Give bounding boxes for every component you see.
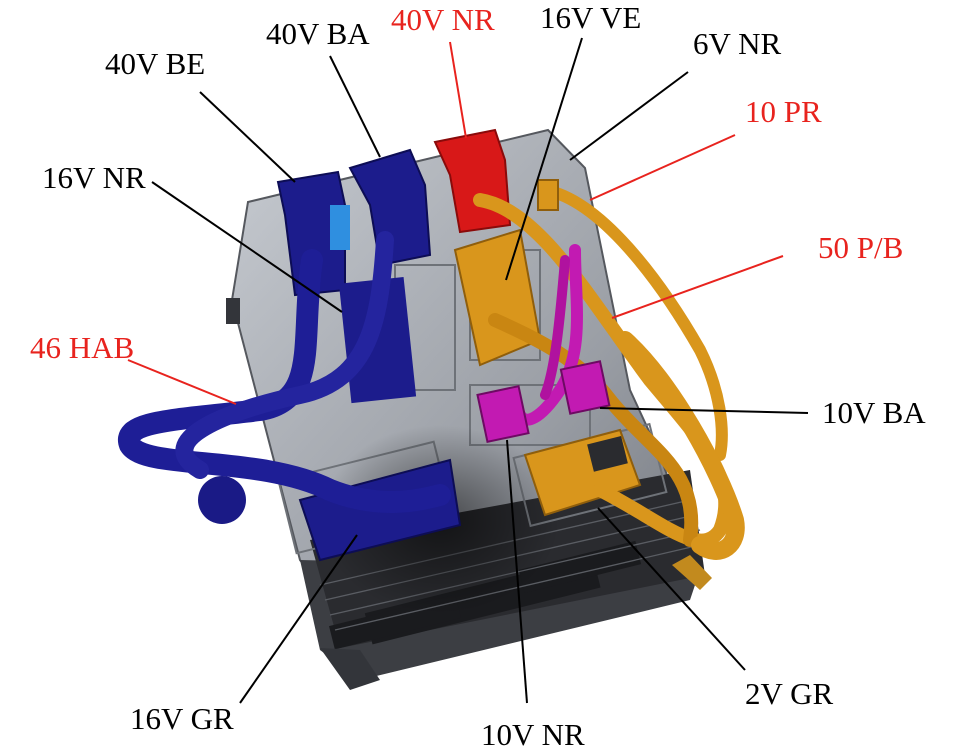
label-10-pr: 10 PR: [745, 94, 822, 129]
label-40v-ba: 40V BA: [266, 16, 370, 51]
leader-46-hab: [127, 359, 237, 405]
orange-harness: [453, 179, 745, 560]
leader-16v-gr: [239, 534, 358, 704]
label-16v-gr: 16V GR: [130, 701, 234, 736]
leader-40v-ba: [329, 55, 381, 158]
blue-harness: [118, 148, 462, 562]
label-40v-be: 40V BE: [105, 46, 206, 81]
leader-16v-ve: [505, 37, 583, 281]
label-16v-nr: 16V NR: [42, 160, 146, 195]
label-6v-nr: 6V NR: [693, 26, 782, 61]
leader-40v-be: [199, 91, 296, 183]
leader-2v-gr: [597, 507, 746, 671]
leader-50-pb: [611, 255, 784, 319]
label-40v-nr: 40V NR: [391, 2, 495, 37]
leader-10v-nr: [506, 439, 528, 704]
label-16v-ve: 16V VE: [540, 0, 642, 35]
leader-lines: [127, 37, 809, 704]
label-10v-ba: 10V BA: [822, 395, 926, 430]
leader-10v-ba: [599, 407, 809, 414]
label-50-pb: 50 P/B: [818, 230, 904, 265]
label-10v-nr: 10V NR: [481, 717, 585, 752]
label-46-hab: 46 HAB: [30, 330, 135, 365]
leader-10-pr: [589, 134, 736, 201]
label-2v-gr: 2V GR: [745, 676, 834, 711]
magenta-harness: [476, 244, 611, 444]
leader-6v-nr: [569, 71, 689, 161]
leader-16v-nr: [151, 181, 343, 313]
leader-40v-nr: [449, 41, 467, 139]
